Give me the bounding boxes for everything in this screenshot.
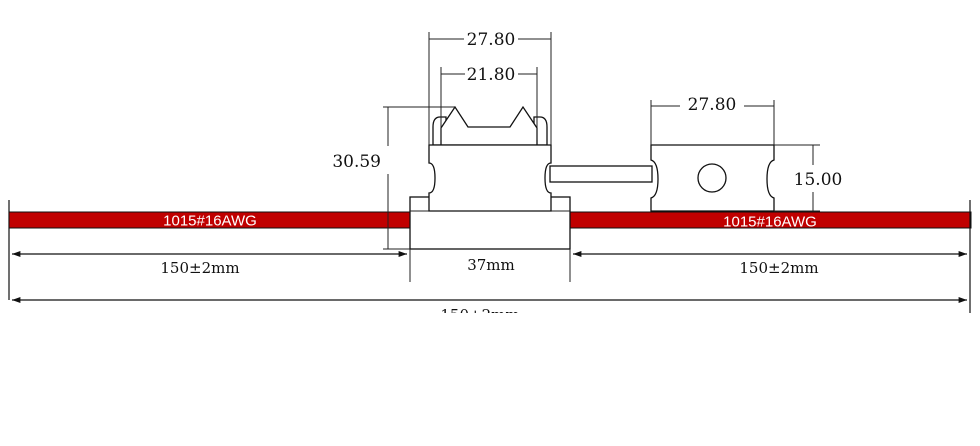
svg-text:37mm: 37mm xyxy=(467,256,515,274)
svg-text:150±2mm: 150±2mm xyxy=(739,259,818,277)
dim-right-wire: 150±2mm xyxy=(573,251,967,277)
svg-text:150±2mm: 150±2mm xyxy=(440,306,519,324)
svg-text:27.80: 27.80 xyxy=(467,30,516,50)
right-wire-label: 1015#16AWG xyxy=(723,214,817,231)
dim-tab-height: 15.00 xyxy=(774,144,843,212)
dim-overall-length: 150±2mm xyxy=(12,297,967,324)
dim-left-wire: 150±2mm xyxy=(12,251,407,277)
fuse-holder-cap xyxy=(428,105,552,212)
tab-connector xyxy=(549,165,653,183)
mounting-tab xyxy=(650,144,775,212)
svg-text:150±2mm: 150±2mm xyxy=(160,259,239,277)
dim-holder-height: 30.59 xyxy=(332,106,455,250)
svg-text:21.80: 21.80 xyxy=(467,65,516,85)
svg-text:30.59: 30.59 xyxy=(332,152,381,172)
dim-cap-inner: 21.80 xyxy=(440,65,538,140)
svg-text:27.80: 27.80 xyxy=(688,95,737,115)
svg-text:15.00: 15.00 xyxy=(794,170,843,190)
mounting-hole xyxy=(697,163,727,193)
left-wire-label: 1015#16AWG xyxy=(163,213,257,230)
dim-cap-outer: 27.80 xyxy=(428,30,552,145)
dim-tab-width: 27.80 xyxy=(650,95,775,145)
dim-holder-length: 37mm xyxy=(409,249,571,282)
